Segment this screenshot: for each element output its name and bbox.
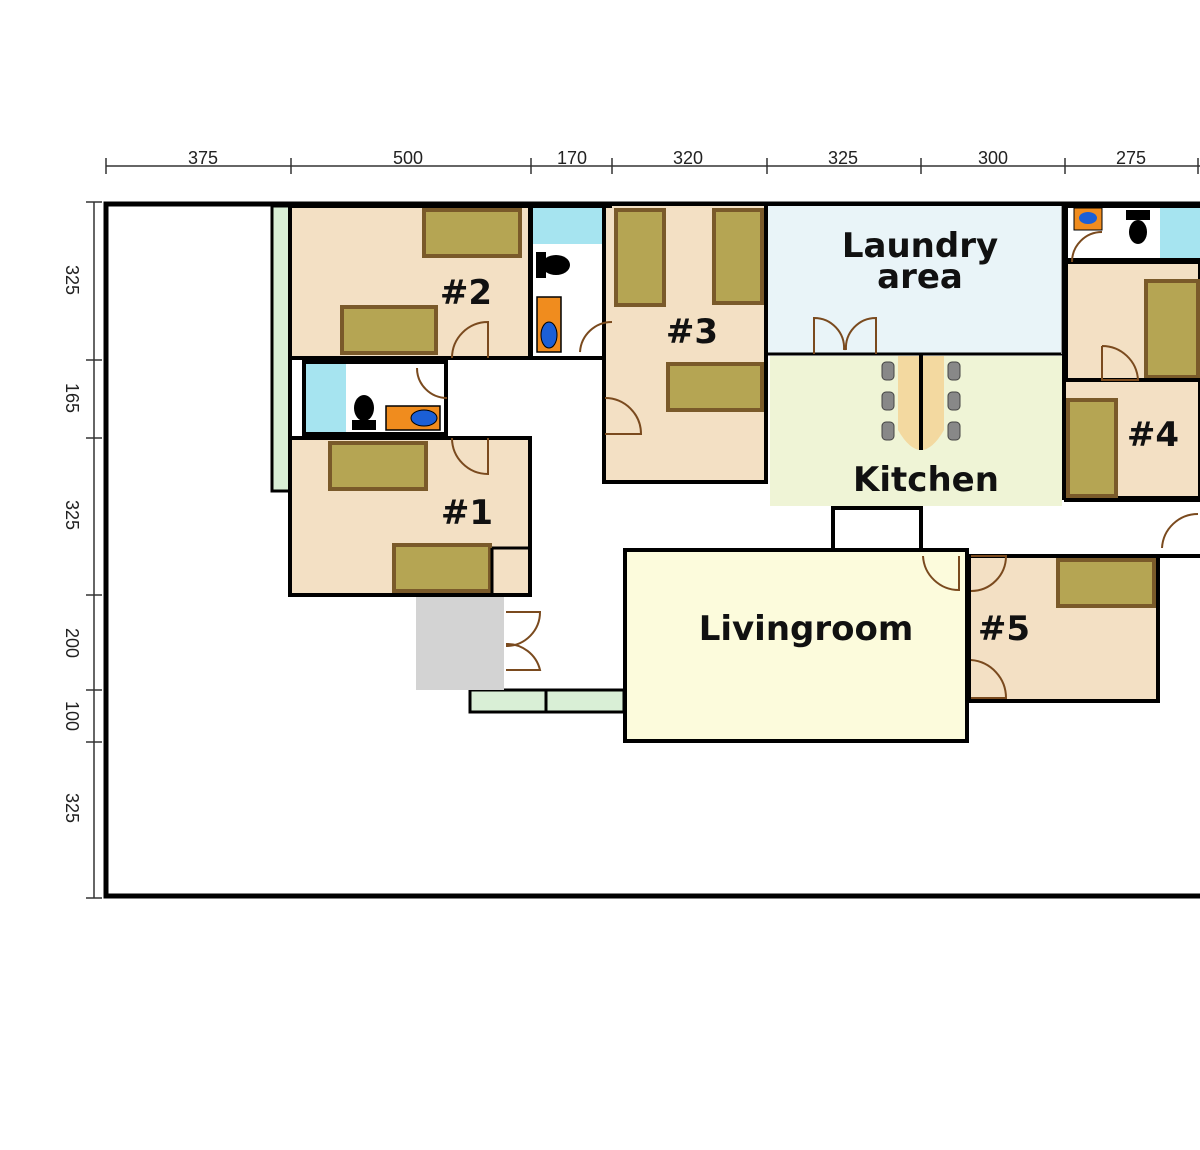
room-label-5: #5	[978, 609, 1030, 649]
left-dim-1: 325	[62, 265, 82, 295]
top-dim-4: 320	[673, 148, 703, 168]
bed-2a	[422, 208, 522, 258]
left-dim-2: 165	[62, 383, 82, 413]
balcony-bottom-2	[544, 688, 626, 714]
bed-4a	[1144, 279, 1200, 379]
bed-1a	[328, 441, 428, 491]
left-dim-3: 325	[62, 500, 82, 530]
top-ruler	[105, 158, 1200, 174]
left-dim-4: 200	[62, 628, 82, 658]
toilet-icon	[1126, 210, 1150, 244]
laundry-label-line1: Laundry	[842, 226, 998, 266]
bed-5	[1056, 558, 1156, 608]
top-dim-3: 170	[557, 148, 587, 168]
dining-chairs	[881, 361, 961, 441]
top-dim-6: 300	[978, 148, 1008, 168]
entry-area	[416, 597, 504, 690]
left-dim-6: 325	[62, 793, 82, 823]
room-label-4: #4	[1127, 415, 1179, 455]
room-label-3: #3	[666, 312, 718, 352]
laundry-area	[768, 206, 1062, 354]
balcony-left	[270, 204, 292, 493]
left-dim-5: 100	[62, 701, 82, 731]
room-label-2: #2	[440, 273, 492, 313]
top-dim-7: 275	[1116, 148, 1146, 168]
top-dim-5: 325	[828, 148, 858, 168]
bed-1b	[392, 543, 492, 593]
top-dim-1: 375	[188, 148, 218, 168]
top-dim-2: 500	[393, 148, 423, 168]
laundry-label-line2: area	[877, 257, 963, 297]
livingroom-label: Livingroom	[699, 609, 914, 649]
bed-3b	[712, 208, 764, 305]
livingroom	[623, 548, 969, 743]
doors	[416, 231, 1199, 699]
bed-2b	[340, 305, 438, 355]
left-ruler	[86, 201, 102, 899]
balcony-bottom-1	[468, 688, 548, 714]
kitchen-label: Kitchen	[853, 460, 999, 500]
bed-3c	[666, 362, 764, 412]
bed-3a	[614, 208, 666, 307]
toilet-icon	[536, 252, 570, 278]
bed-4b	[1066, 398, 1118, 498]
toilet-icon	[352, 395, 376, 430]
room-label-1: #1	[441, 493, 493, 533]
